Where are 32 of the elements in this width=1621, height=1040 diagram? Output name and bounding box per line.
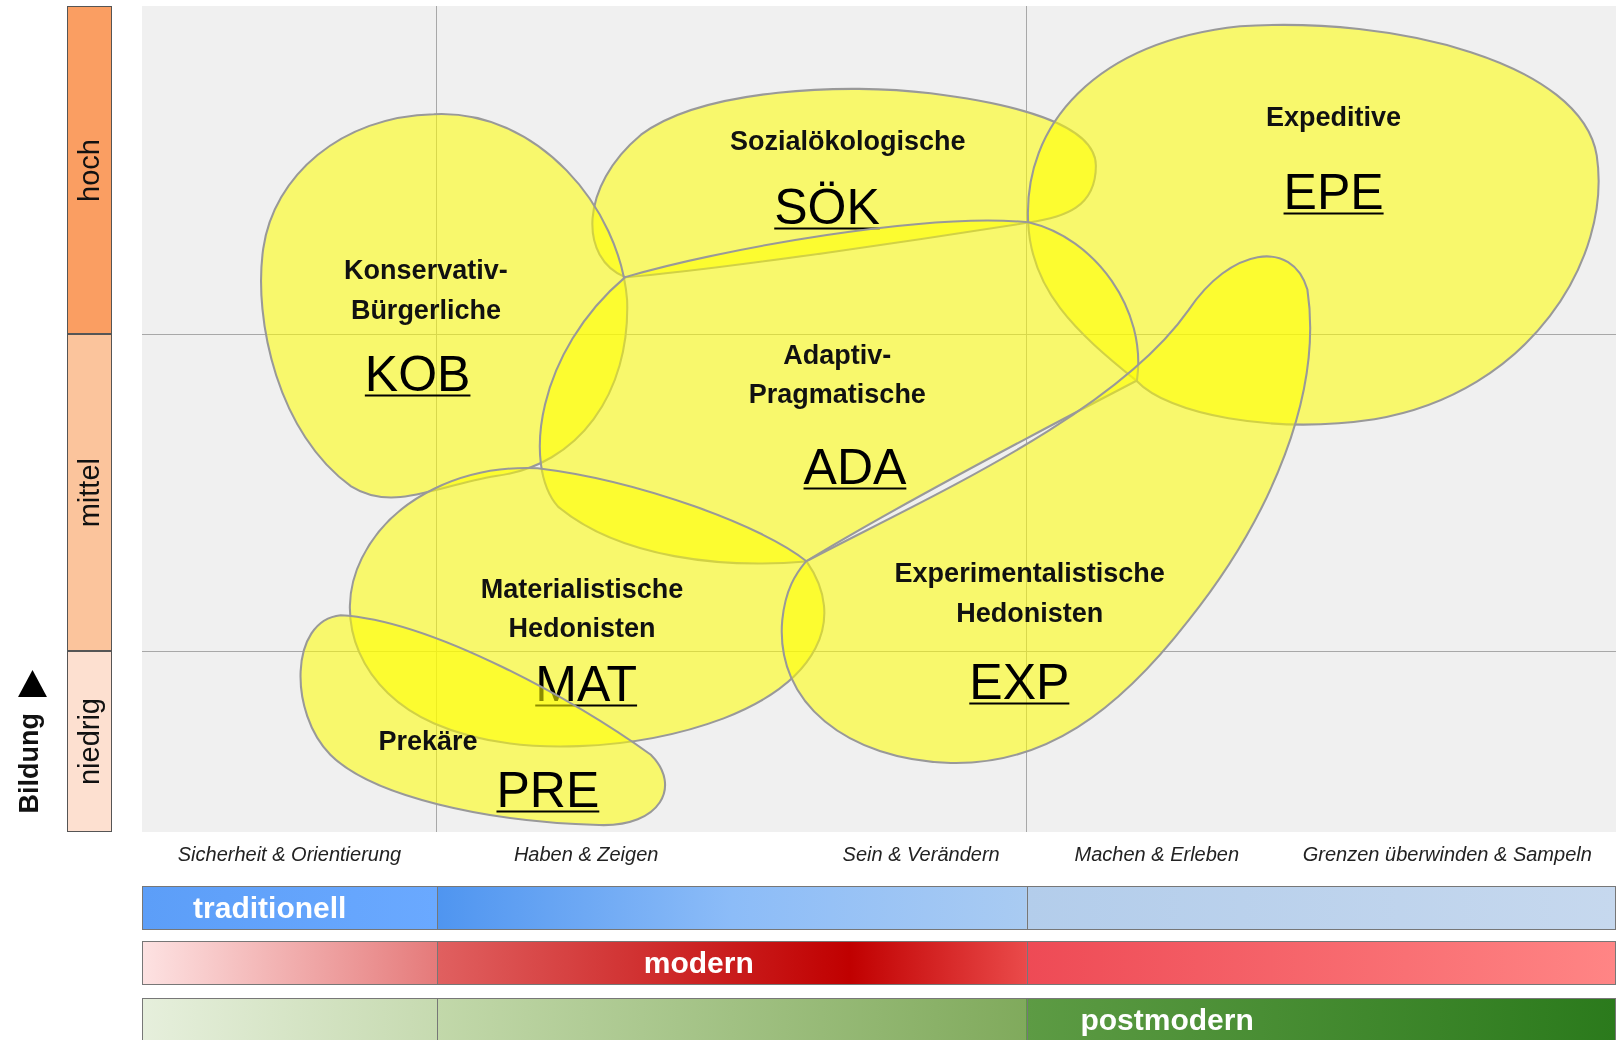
milieu-name: Konservativ- Bürgerliche — [343, 254, 509, 327]
level-label: mittel — [72, 457, 106, 528]
axis-label: Sein & Verändern — [842, 842, 1000, 866]
milieu-abbreviation: EPE — [1283, 164, 1384, 220]
level-band — [67, 333, 112, 652]
axis-label: Sicherheit & Orientierung — [177, 842, 402, 866]
milieu-abbreviation: MAT — [535, 656, 638, 712]
level-band — [67, 651, 112, 833]
milieu-name: Adaptiv- Pragmatische — [747, 339, 927, 412]
bar-label: traditionell — [193, 891, 347, 926]
milieu-name: Experimentalistische Hedonisten — [893, 557, 1166, 630]
milieu-abbreviation: EXP — [969, 654, 1070, 710]
axis-label: Grenzen überwinden & Sampeln — [1302, 842, 1592, 866]
bar-label: postmodern — [1080, 1002, 1254, 1037]
milieu-abbreviation: SÖK — [774, 179, 880, 235]
milieu-abbreviation: KOB — [364, 346, 471, 402]
axis-label: Haben & Zeigen — [513, 842, 659, 866]
axis-label: Machen & Erleben — [1074, 842, 1240, 866]
orientation-bar — [141, 997, 1616, 1040]
milieu-name: Prekäre — [377, 725, 479, 759]
bar-label: modern — [643, 945, 754, 980]
milieu-name: Expeditive — [1265, 101, 1403, 135]
milieu-abbreviation: PRE — [496, 762, 600, 818]
milieu-name: Materialistische Hedonisten — [479, 572, 685, 645]
orientation-bar — [141, 940, 1616, 986]
axis-title: Bildung — [14, 713, 46, 814]
level-label: niedrig — [72, 698, 106, 786]
level-label: hoch — [72, 138, 106, 202]
milieu-abbreviation: ADA — [803, 439, 907, 495]
level-band — [67, 6, 112, 334]
milieu-name: Sozialökologische — [728, 125, 967, 159]
orientation-bar — [141, 885, 1616, 931]
